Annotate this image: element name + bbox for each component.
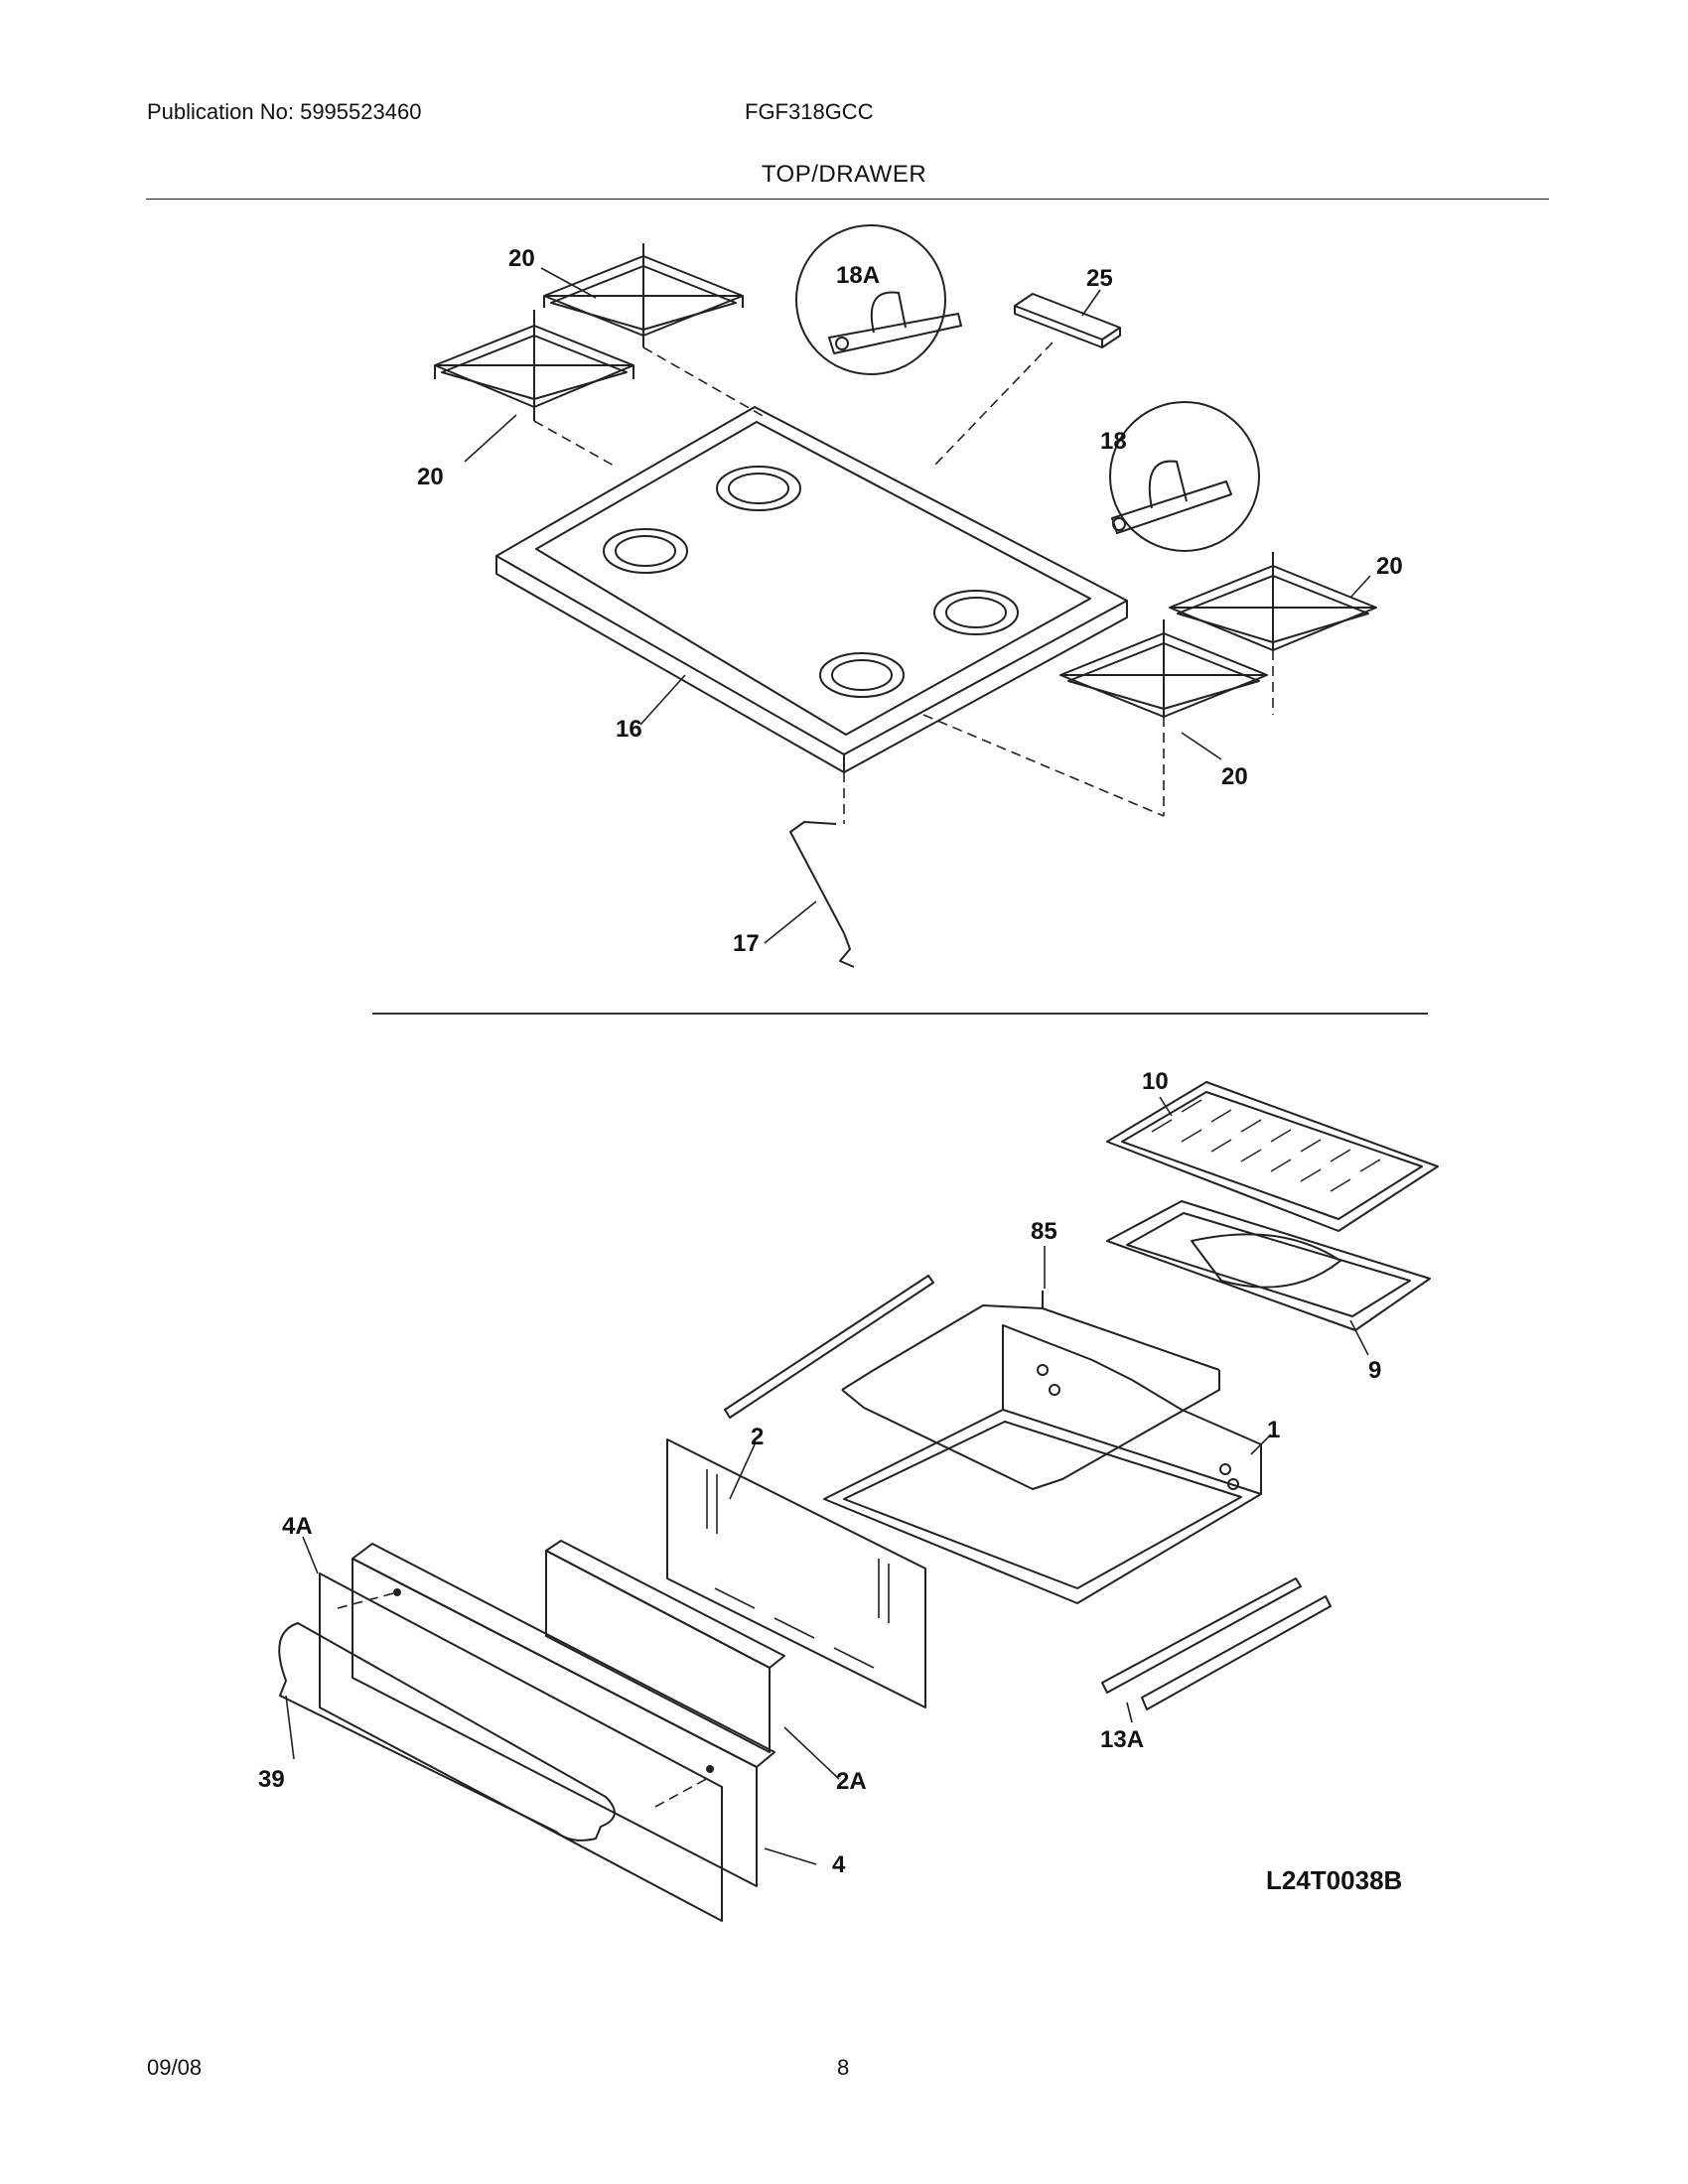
detail-circle-part-18 xyxy=(1109,401,1260,552)
label-20-front-right: 20 xyxy=(1221,763,1248,790)
label-20-back-left: 20 xyxy=(508,245,535,272)
section-title: TOP/DRAWER xyxy=(761,161,927,188)
panel-part-2A xyxy=(545,1540,785,1753)
label-85: 85 xyxy=(1031,1218,1057,1245)
diagram-code: L24T0038B xyxy=(1266,1865,1402,1895)
footer-date: 09/08 xyxy=(147,2055,203,2080)
grate-part-20-front-left xyxy=(434,310,634,421)
label-18A: 18A xyxy=(836,262,880,289)
drawer-panel-part-4A xyxy=(319,1572,723,1922)
handle-part-39 xyxy=(278,1622,616,1842)
detail-circle-part-18A xyxy=(795,224,962,375)
drawer-front-part-4 xyxy=(352,1543,775,1887)
label-1: 1 xyxy=(1267,1417,1280,1443)
label-18: 18 xyxy=(1100,428,1127,455)
grate-part-20-back-right xyxy=(1169,552,1377,651)
clip-part-25 xyxy=(1014,293,1121,348)
bottom-leader-lines xyxy=(337,1591,711,1808)
label-16: 16 xyxy=(616,716,642,743)
label-20-back-right: 20 xyxy=(1376,553,1403,580)
drawer-part-1 xyxy=(823,1324,1262,1604)
label-4: 4 xyxy=(832,1851,846,1878)
rod-part-17 xyxy=(789,821,855,968)
page-number: 8 xyxy=(837,2055,850,2080)
publication-number: Publication No: 5995523460 xyxy=(147,99,422,124)
label-9: 9 xyxy=(1368,1357,1381,1384)
label-4A: 4A xyxy=(282,1513,313,1540)
label-leaders xyxy=(285,267,1371,1865)
label-2A: 2A xyxy=(836,1768,867,1795)
label-20-front-left: 20 xyxy=(417,464,444,490)
rail-left xyxy=(724,1275,934,1419)
section-divider xyxy=(372,1013,1428,1015)
label-13A: 13A xyxy=(1100,1726,1144,1753)
grate-part-20-front-right xyxy=(1059,619,1268,718)
drawer-back-part-2 xyxy=(666,1438,926,1708)
label-17: 17 xyxy=(733,930,760,957)
broiler-grid-part-10 xyxy=(1106,1081,1439,1232)
rail-part-13A xyxy=(1101,1577,1332,1710)
grate-part-20-back-left xyxy=(543,243,744,347)
part-labels: 20 20 20 20 18A 25 18 16 17 10 85 9 1 2 … xyxy=(258,245,1403,1878)
top-leader-lines xyxy=(533,341,1274,824)
broiler-pan-part-9 xyxy=(1106,1200,1431,1331)
label-10: 10 xyxy=(1142,1068,1169,1095)
cooktop-part-16 xyxy=(495,406,1128,773)
label-2: 2 xyxy=(751,1424,764,1450)
label-39: 39 xyxy=(258,1766,285,1793)
header-rule xyxy=(146,199,1549,200)
rack-part-85 xyxy=(841,1291,1220,1490)
label-25: 25 xyxy=(1086,265,1113,292)
model-number: FGF318GCC xyxy=(745,99,874,124)
